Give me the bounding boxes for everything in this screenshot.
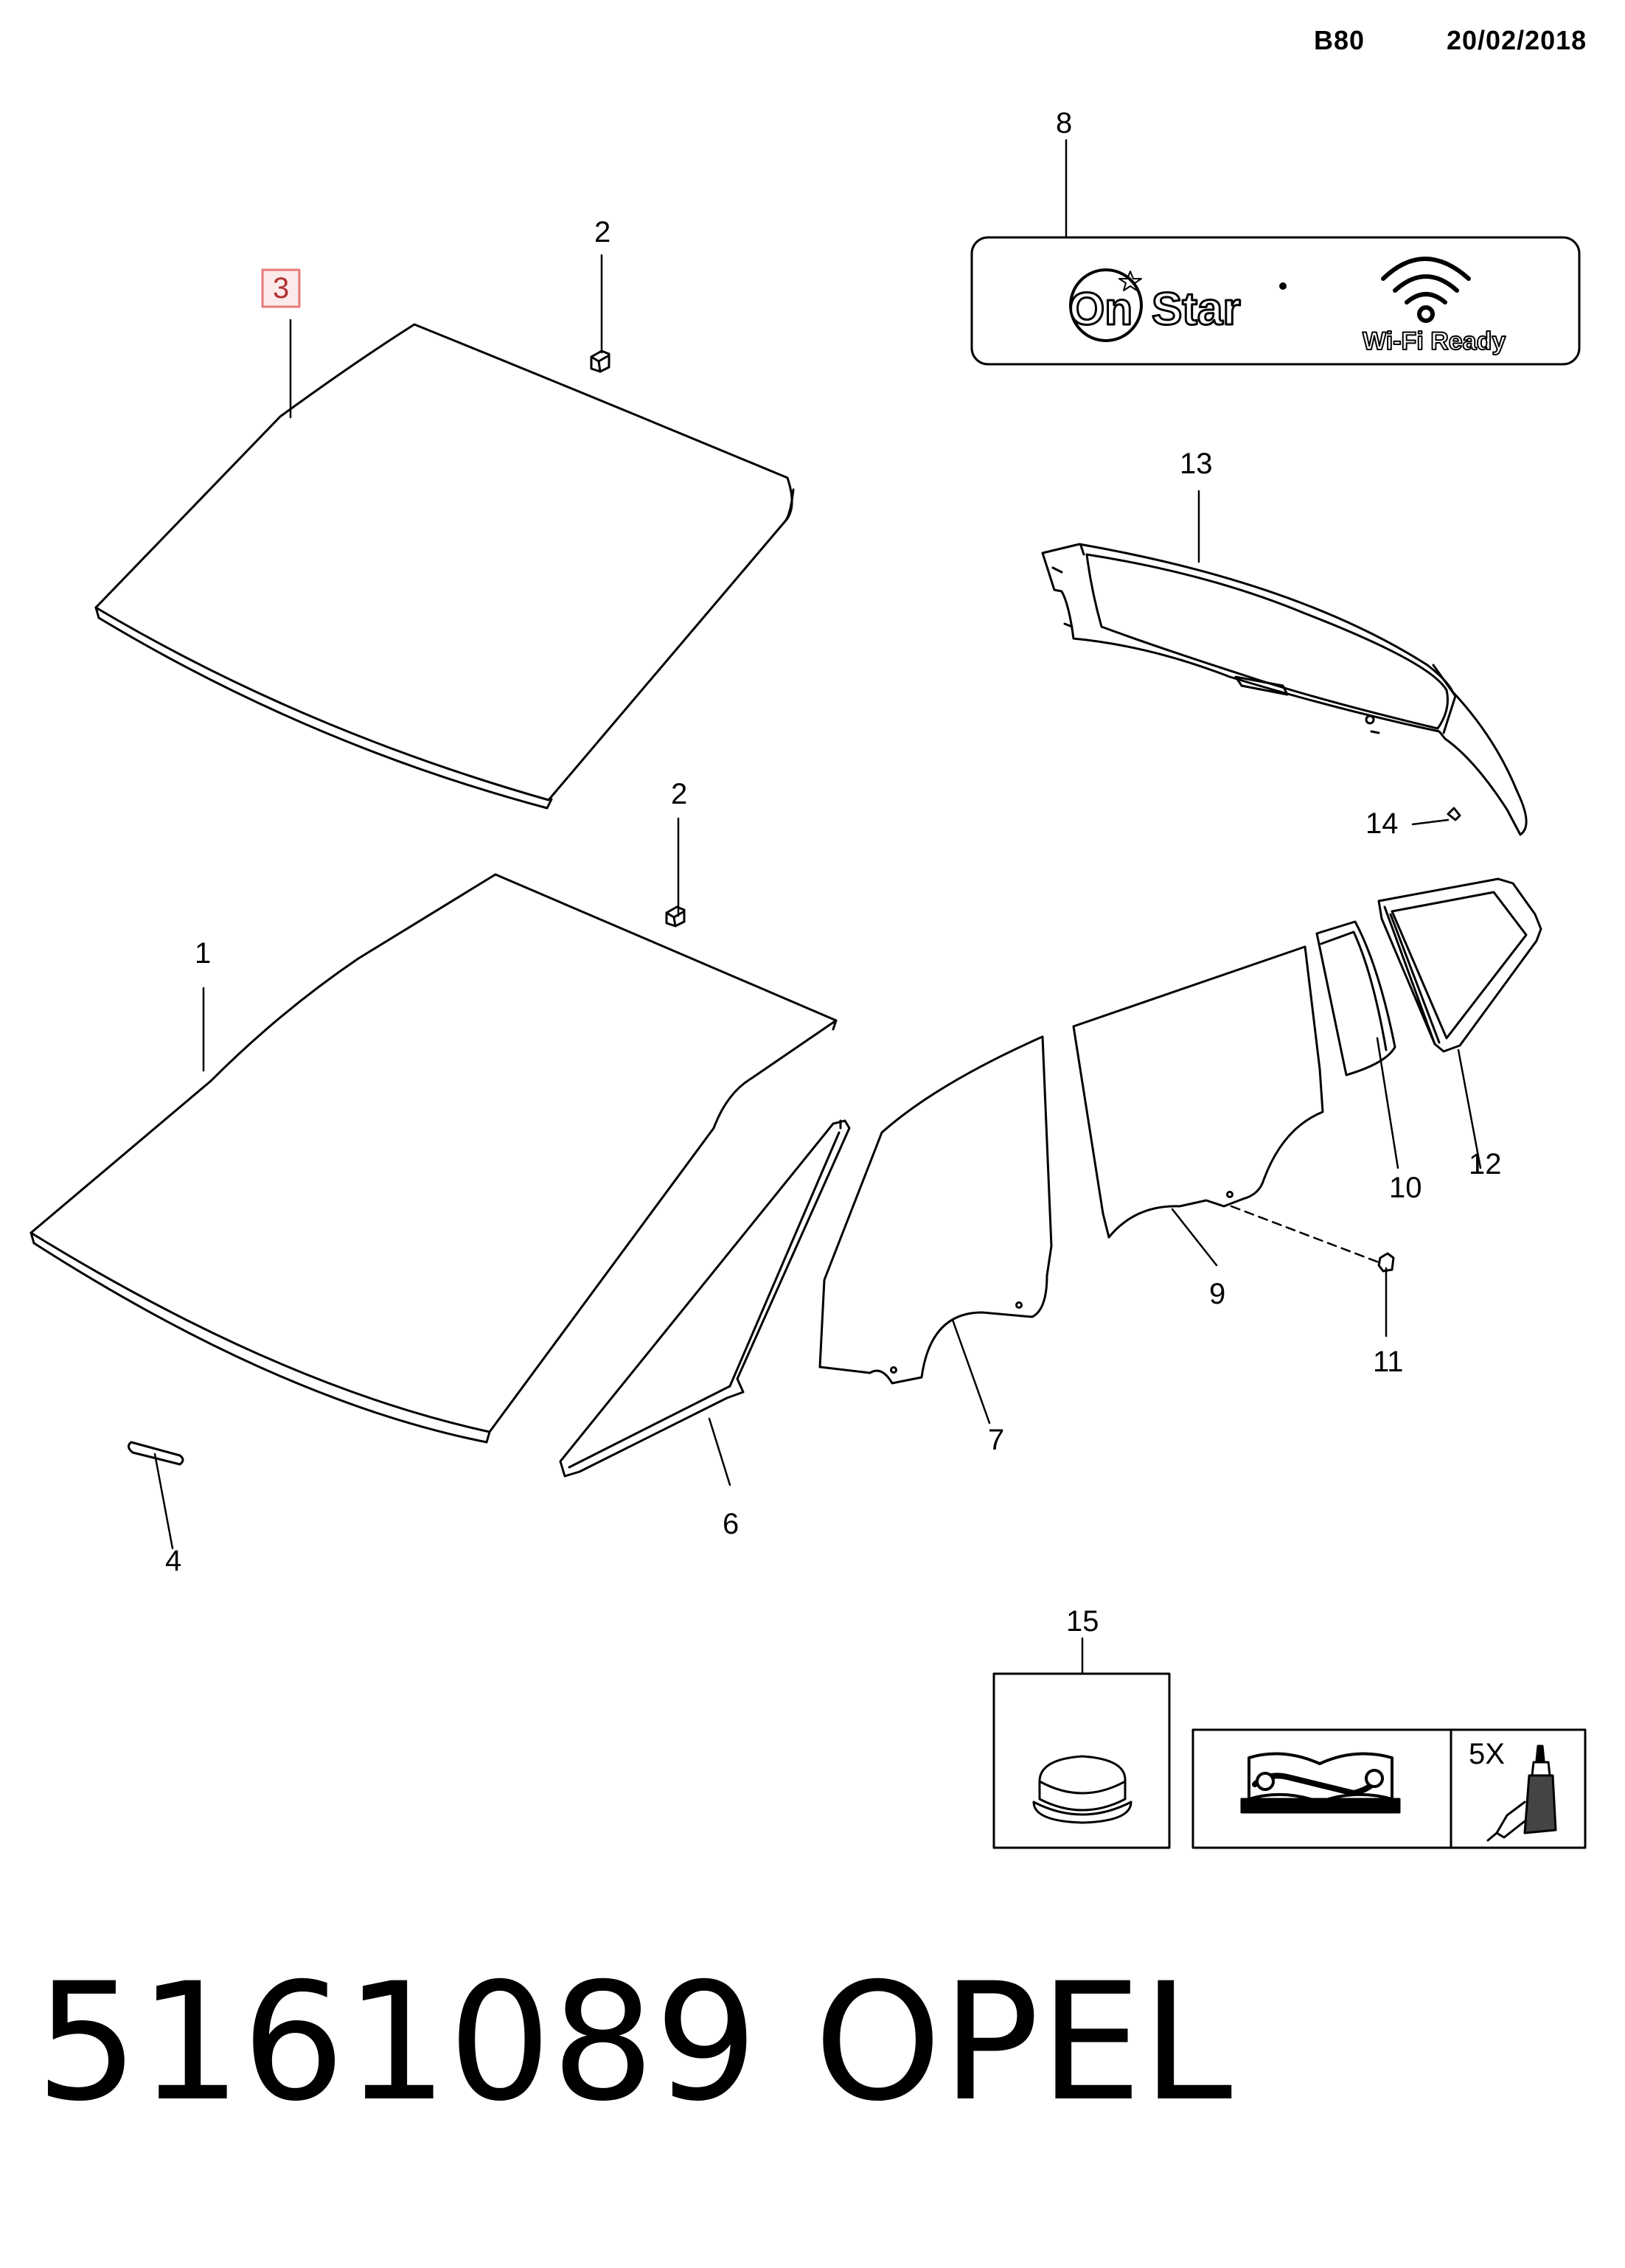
clip-part-11[interactable] [1377, 1252, 1395, 1273]
onstar-logo-on: On [1069, 284, 1132, 335]
seal-clip-part-2-upper[interactable] [590, 349, 610, 373]
callout-1[interactable]: 1 [195, 937, 211, 970]
service-info-box [1191, 1728, 1587, 1849]
diagram-date: 20/02/2018 [1447, 25, 1587, 55]
leader-lines [153, 139, 1482, 1675]
brand-name: OPEL [814, 1948, 1233, 2137]
rear-window-clip-part-14[interactable] [1447, 807, 1461, 821]
rear-side-window-part-12[interactable] [1377, 877, 1542, 1053]
windshield-upper-part-3[interactable] [94, 323, 795, 810]
callout-11[interactable]: 11 [1373, 1346, 1404, 1378]
quantity-label: 5X [1469, 1738, 1505, 1770]
callout-10[interactable]: 10 [1389, 1172, 1422, 1204]
onstar-logo-star: Star [1152, 284, 1241, 335]
callout-12[interactable]: 12 [1469, 1148, 1502, 1180]
callout-6[interactable]: 6 [723, 1508, 739, 1540]
onstar-logo-icon: On Star [1068, 268, 1287, 342]
callout-14[interactable]: 14 [1365, 807, 1399, 840]
door-frame-seal-part-6[interactable] [559, 1119, 851, 1478]
callout-2-lower[interactable]: 2 [671, 778, 687, 810]
callout-8[interactable]: 8 [1056, 107, 1072, 139]
callout-9[interactable]: 9 [1209, 1278, 1225, 1310]
callout-3[interactable]: 3 [273, 272, 289, 305]
spacer-part-4[interactable] [128, 1441, 184, 1466]
wifi-ready-text: Wi-Fi Ready [1363, 327, 1506, 355]
windshield-lower-part-1[interactable] [29, 873, 838, 1444]
callout-4[interactable]: 4 [165, 1545, 181, 1577]
callout-15[interactable]: 15 [1066, 1605, 1099, 1638]
quarter-glass-part-10[interactable] [1315, 920, 1396, 1076]
callout-2-upper[interactable]: 2 [594, 216, 610, 248]
wifi-icon [1381, 257, 1471, 323]
manual-wrench-icon [1240, 1752, 1401, 1814]
onstar-label-part-8[interactable] [970, 236, 1581, 366]
callout-7[interactable]: 7 [988, 1424, 1004, 1456]
front-door-glass-part-7[interactable] [818, 1035, 1053, 1385]
rear-window-part-13[interactable] [1041, 543, 1528, 836]
plug-box-part-15[interactable] [992, 1672, 1171, 1849]
callout-13[interactable]: 13 [1180, 448, 1213, 480]
adhesive-bottle-icon [1486, 1745, 1557, 1842]
callout-numbers: 3 2 2 1 8 13 14 4 6 7 9 10 12 11 15 [165, 107, 1502, 1638]
seal-clip-part-2-lower[interactable] [665, 905, 686, 928]
part-number: 5161089 [35, 1948, 758, 2137]
rear-door-glass-part-9[interactable] [1072, 945, 1324, 1239]
model-code: B80 [1314, 25, 1365, 55]
